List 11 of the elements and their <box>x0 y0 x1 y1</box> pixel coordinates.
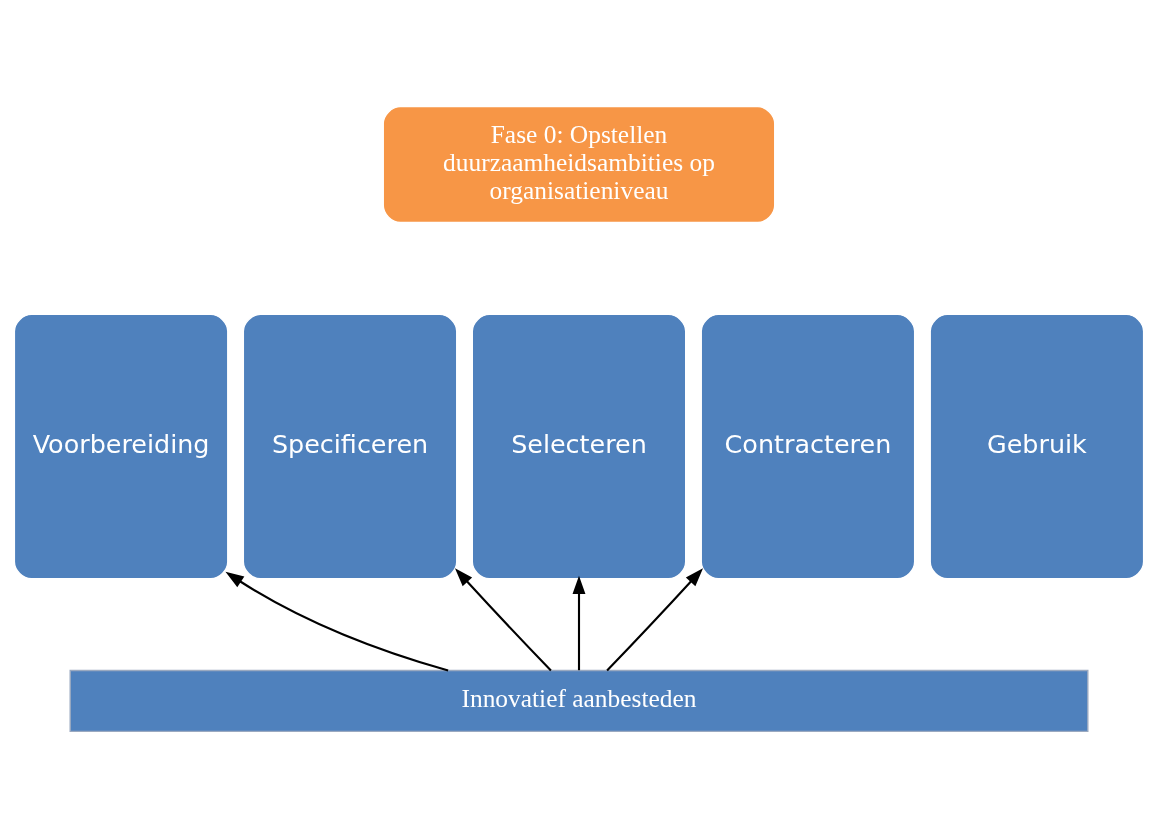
arrow <box>225 571 449 672</box>
node-box: Contracteren <box>700 313 916 580</box>
node-box: Voorbereiding <box>13 313 229 580</box>
node-box: Fase 0: Opstellen duurzaamheidsambities op organisatieniveau <box>382 105 776 224</box>
node-box: Innovatief aanbesteden <box>69 669 1089 733</box>
node-box: Gebruik <box>929 313 1145 580</box>
node-box: Selecteren <box>471 313 687 580</box>
arrow <box>572 575 586 671</box>
node-box: Specificeren <box>242 313 458 580</box>
arrow <box>606 568 704 672</box>
arrow <box>454 568 552 672</box>
